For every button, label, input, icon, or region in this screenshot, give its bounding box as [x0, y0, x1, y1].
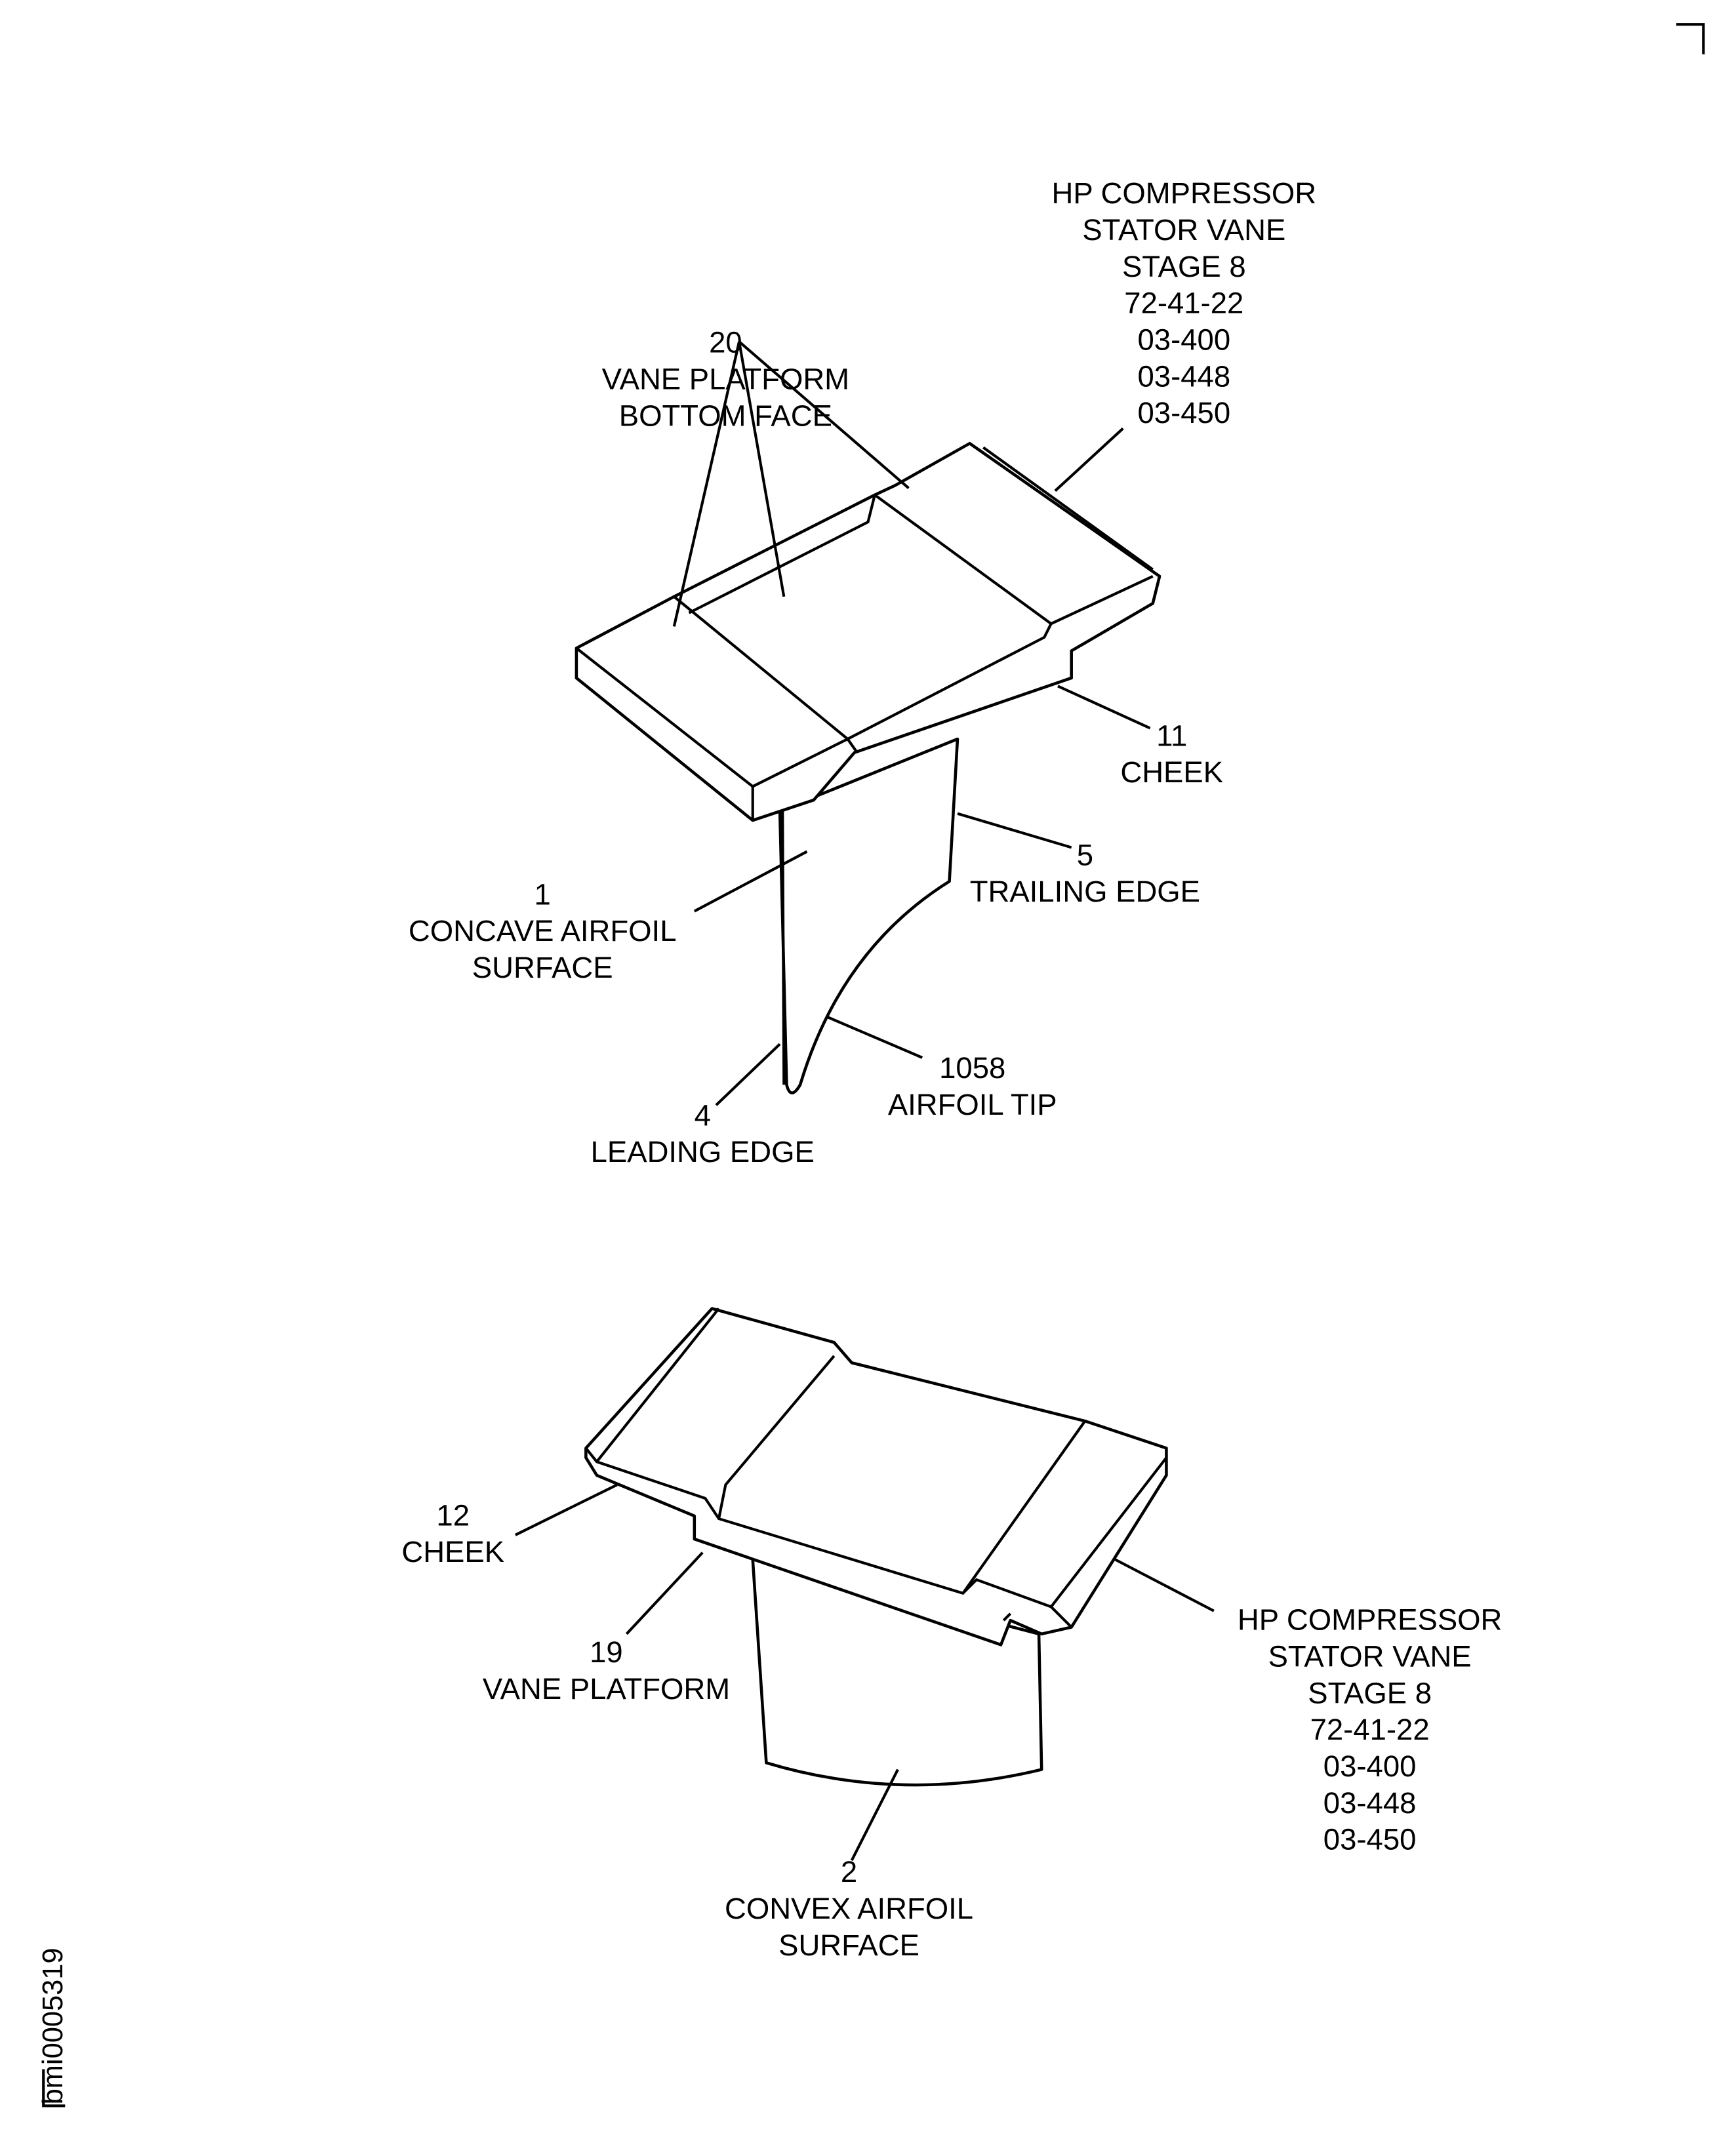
- bottom-vane-illustration: [584, 1307, 1168, 1787]
- label-number: 20: [709, 326, 742, 359]
- airfoil-leading-edge-line: [781, 810, 786, 1085]
- label-line: SURFACE: [778, 1928, 919, 1962]
- label-line: STAGE 8: [1308, 1676, 1432, 1709]
- label-number: 19: [590, 1635, 623, 1669]
- label-line: 03-450: [1137, 396, 1230, 429]
- figure-id-bracket: [42, 2069, 66, 2107]
- label-line: VANE PLATFORM: [483, 1672, 730, 1706]
- corner-crop-mark: [1676, 23, 1705, 54]
- label-line: HP COMPRESSOR: [1238, 1603, 1503, 1637]
- label-line: TRAILING EDGE: [970, 875, 1200, 908]
- label-trailing-edge: 5 TRAILING EDGE: [970, 838, 1200, 908]
- label-leading-edge: 4 LEADING EDGE: [591, 1098, 815, 1168]
- label-line: STAGE 8: [1122, 250, 1246, 283]
- label-line: AIRFOIL TIP: [888, 1088, 1057, 1121]
- label-line: 03-448: [1137, 359, 1230, 393]
- label-line: CONVEX AIRFOIL: [725, 1892, 973, 1925]
- label-cheek-12: 12 CHEEK: [401, 1498, 504, 1568]
- label-number: 1: [535, 877, 551, 911]
- label-concave-surface: 1 CONCAVE AIRFOIL SURFACE: [409, 877, 677, 984]
- label-number: 5: [1077, 838, 1093, 871]
- label-line: CHEEK: [401, 1535, 504, 1568]
- label-line: HP COMPRESSOR: [1052, 176, 1317, 210]
- label-line: LEADING EDGE: [591, 1135, 815, 1168]
- label-line: SURFACE: [472, 951, 613, 984]
- label-airfoil-tip: 1058 AIRFOIL TIP: [888, 1051, 1057, 1121]
- label-line: CONCAVE AIRFOIL: [409, 914, 677, 948]
- platform-edges: [575, 446, 1154, 821]
- platform-top: [584, 1307, 1168, 1647]
- label-number: 4: [695, 1098, 711, 1132]
- airfoil-concave: [778, 737, 959, 1094]
- label-line: 03-448: [1323, 1786, 1417, 1820]
- label-line: VANE PLATFORM: [602, 362, 849, 395]
- label-line: BOTTOM FACE: [619, 399, 832, 432]
- bottom-part-title: HP COMPRESSOR STATOR VANE STAGE 8 72-41-…: [1238, 1603, 1503, 1856]
- label-number: 12: [436, 1498, 470, 1532]
- top-part-title: HP COMPRESSOR STATOR VANE STAGE 8 72-41-…: [1052, 176, 1317, 429]
- label-line: 72-41-22: [1124, 287, 1243, 320]
- top-vane-illustration: [575, 441, 1161, 1094]
- label-convex-surface: 2 CONVEX AIRFOIL SURFACE: [725, 1855, 973, 1962]
- label-line: 03-400: [1323, 1749, 1417, 1783]
- label-cheek-11: 11 CHEEK: [1120, 719, 1223, 789]
- label-line: STATOR VANE: [1268, 1639, 1472, 1673]
- label-line: 72-41-22: [1310, 1713, 1430, 1746]
- label-line: 03-450: [1323, 1823, 1417, 1856]
- platform-edges: [584, 1308, 1168, 1628]
- label-platform-bottom-face: 20 VANE PLATFORM BOTTOM FACE: [602, 326, 849, 433]
- platform-top: [575, 441, 1161, 822]
- label-vane-platform: 19 VANE PLATFORM: [483, 1635, 730, 1706]
- label-number: 1058: [939, 1051, 1005, 1085]
- label-line: STATOR VANE: [1082, 213, 1285, 247]
- label-number: 11: [1156, 719, 1187, 752]
- label-line: 03-400: [1137, 323, 1230, 357]
- label-number: 2: [841, 1855, 857, 1888]
- airfoil-convex: [751, 1557, 1043, 1787]
- figure-id: bmi0005319: [37, 1947, 69, 2104]
- leader-lines: [514, 340, 1215, 1862]
- label-line: CHEEK: [1120, 755, 1223, 789]
